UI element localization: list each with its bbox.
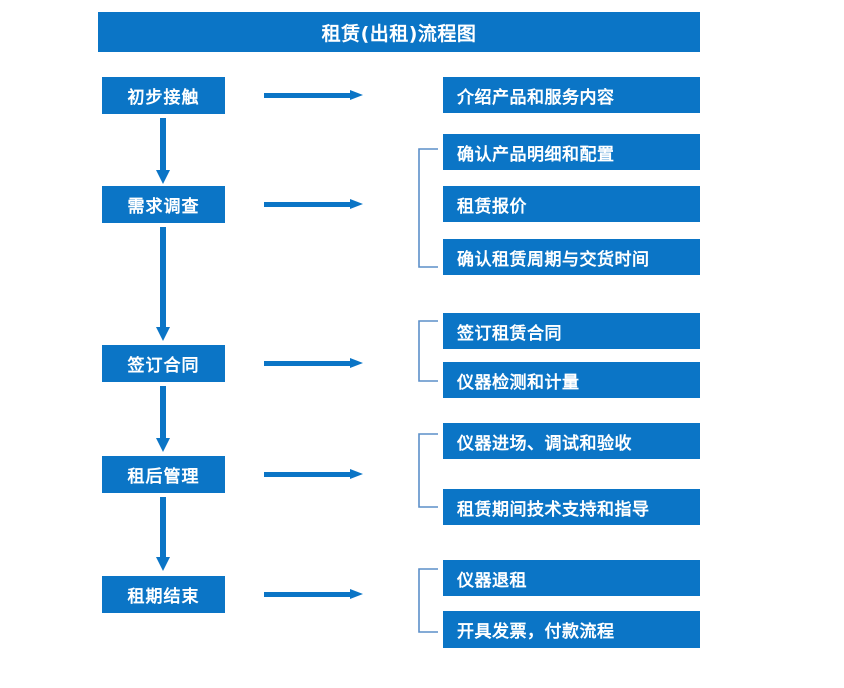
vertical-arrow-icon-2 [155,227,171,343]
detail-box-9[interactable]: 仪器退租 [443,560,700,596]
detail-box-4[interactable]: 确认租赁周期与交货时间 [443,239,700,275]
horizontal-arrow-icon-1 [264,88,364,102]
stage-box-5[interactable]: 租期结束 [102,576,225,613]
detail-box-5[interactable]: 签订租赁合同 [443,313,700,349]
stage-box-1[interactable]: 初步接触 [102,77,225,114]
stage-box-4[interactable]: 租后管理 [102,456,225,493]
horizontal-arrow-icon-5 [264,587,364,601]
stage-box-3[interactable]: 签订合同 [102,345,225,382]
detail-box-10[interactable]: 开具发票，付款流程 [443,611,700,648]
group-bracket-3 [416,320,440,382]
detail-box-7[interactable]: 仪器进场、调试和验收 [443,423,700,459]
vertical-arrow-icon-3 [155,386,171,454]
stage-box-2[interactable]: 需求调查 [102,186,225,223]
detail-box-1[interactable]: 介绍产品和服务内容 [443,77,700,113]
group-bracket-4 [416,433,440,508]
group-bracket-5 [416,568,440,633]
page-title: 租赁(出租)流程图 [98,12,700,52]
horizontal-arrow-icon-3 [264,356,364,370]
detail-box-8[interactable]: 租赁期间技术支持和指导 [443,489,700,525]
detail-box-6[interactable]: 仪器检测和计量 [443,362,700,398]
vertical-arrow-icon-1 [155,118,171,186]
vertical-arrow-icon-4 [155,497,171,573]
group-bracket-2 [416,148,440,268]
horizontal-arrow-icon-2 [264,197,364,211]
horizontal-arrow-icon-4 [264,467,364,481]
detail-box-2[interactable]: 确认产品明细和配置 [443,134,700,170]
detail-box-3[interactable]: 租赁报价 [443,186,700,222]
